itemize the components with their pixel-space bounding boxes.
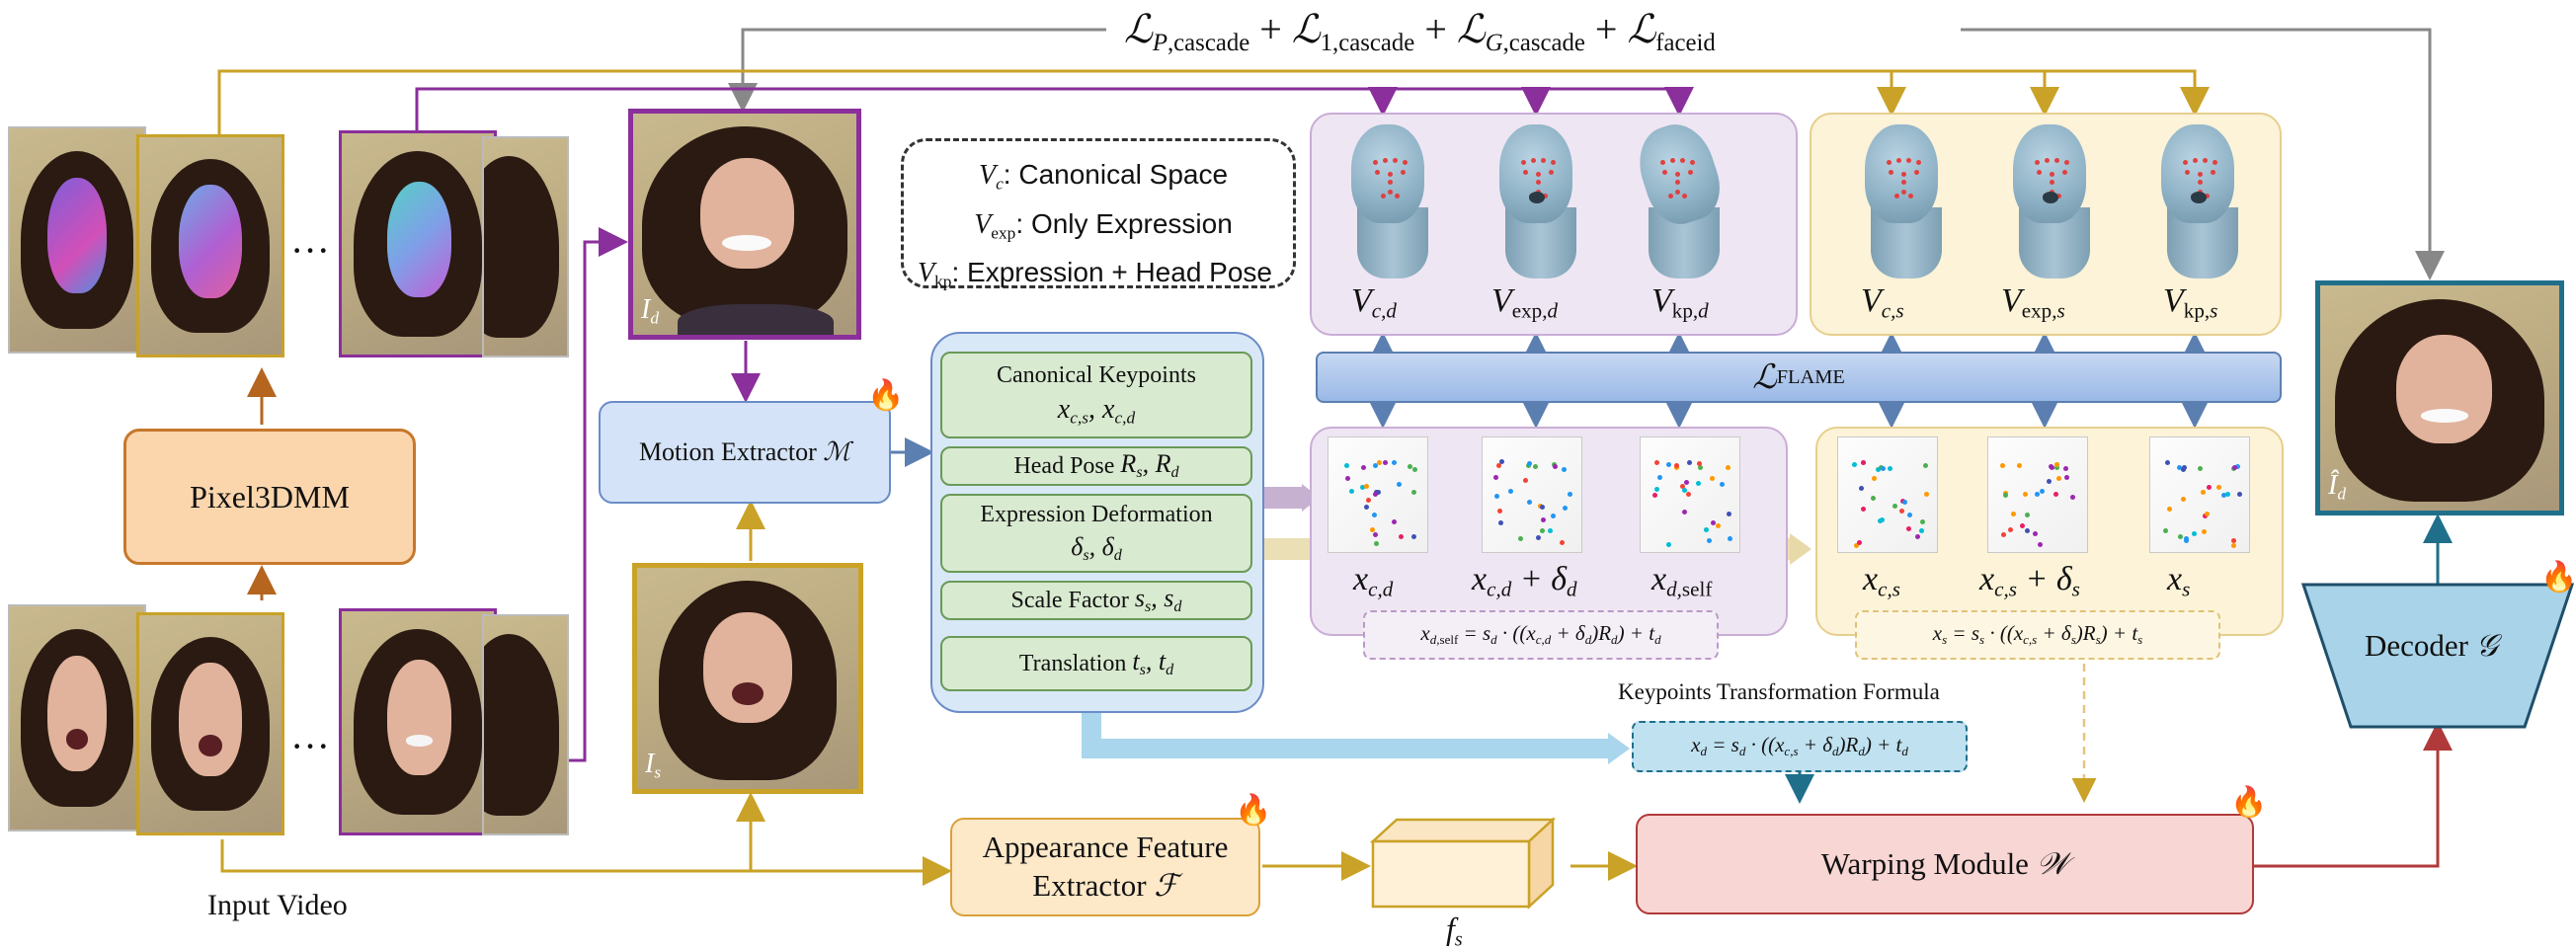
head-pose-title: Head Pose [1013, 452, 1115, 479]
fire-icon: 🔥 [1235, 794, 1272, 827]
kpcloud-xs [2149, 436, 2250, 553]
mesh-label-vcs: Vc,s [1861, 282, 1904, 323]
canonical-keypoints-value: xc,s, xc,d [1057, 393, 1136, 428]
mesh-vkps [2153, 122, 2242, 280]
appearance-extractor-box: Appearance Feature Extractor ℱ [950, 818, 1260, 916]
expression-deformation-title: Expression Deformation [980, 501, 1213, 527]
canonical-keypoints-title: Canonical Keypoints [997, 362, 1196, 389]
mesh-label-vexps: Vexp,s [2001, 282, 2065, 323]
mesh-vcs [1857, 122, 1946, 280]
fire-icon: 🔥 [2230, 786, 2268, 819]
kp-label-xcs-delta: xc,s + δs [1979, 561, 2080, 601]
kp-label-xcs: xc,s [1863, 561, 1900, 601]
motion-extractor-label: Motion Extractor [638, 437, 817, 466]
kp-label-xcd-delta: xc,d + δd [1472, 561, 1577, 601]
motion-extractor-box: Motion Extractor ℳ [599, 401, 891, 504]
mesh-vexpd [1491, 122, 1580, 280]
output-image: Îd [2315, 280, 2564, 515]
kpcloud-xcd-delta [1482, 436, 1582, 553]
kp-formula-title: Keypoints Transformation Formula [1618, 679, 1940, 704]
expression-deformation-box: Expression Deformation δs, δd [940, 494, 1252, 573]
mesh-label-vkpd: Vkp,d [1651, 282, 1709, 323]
mesh-vcd [1343, 122, 1432, 280]
input-video-top-stack: ··· [8, 126, 569, 363]
decoder-shape [2300, 583, 2575, 729]
kp-label-xdself: xd,self [1651, 561, 1713, 601]
appearance-label-line2: Extractor [1032, 868, 1147, 903]
mesh-vexps [2005, 122, 2094, 280]
pixel3dmm-label: Pixel3DMM [190, 478, 350, 515]
fire-icon: 🔥 [867, 379, 905, 412]
mesh-label-vkps: Vkp,s [2163, 282, 2218, 323]
frames-ellipsis-top: ··· [290, 228, 330, 273]
decoder-label: Decoder 𝒢 [2365, 628, 2498, 663]
formula-driving-self: xd,self = sd · ((xc,d + δd)Rd) + td [1363, 610, 1719, 660]
kpcloud-xcs-delta [1987, 436, 2088, 553]
scale-factor-box: Scale Factor ss, sd [940, 581, 1252, 620]
fs-cube [1369, 817, 1557, 910]
space-legend: Vc: Canonical Space Vexp: Only Expressio… [901, 138, 1296, 291]
input-video-label: Input Video [207, 889, 348, 921]
loss-to-output-arrow [1961, 28, 2445, 280]
head-pose-box: Head Pose Rs, Rd [940, 446, 1252, 486]
loss-to-driving-arrow [728, 28, 1106, 113]
mesh-vkpd [1629, 116, 1730, 280]
source-image-label: Is [645, 749, 662, 782]
frames-ellipsis-bottom: ··· [290, 724, 330, 768]
input-video-bottom-stack: ··· [8, 604, 569, 841]
pixel3dmm-box: Pixel3DMM [123, 429, 416, 565]
formula-source: xs = ss · ((xc,s + δs)Rs) + ts [1855, 610, 2220, 660]
mesh-label-vcd: Vc,d [1351, 282, 1397, 323]
fs-label: fs [1446, 911, 1463, 951]
kp-label-xs: xs [2167, 561, 2191, 601]
scale-factor-title: Scale Factor [1010, 587, 1129, 613]
fire-icon: 🔥 [2540, 561, 2576, 594]
legend-canonical: Canonical Space [1018, 159, 1229, 190]
formula-driving: xd = sd · ((xc,s + δd)Rd) + td [1632, 721, 1968, 772]
translation-box: Translation ts, td [940, 636, 1252, 691]
driving-image-label: Id [641, 294, 660, 328]
output-image-label: Îd [2328, 470, 2347, 504]
warping-module-box: Warping Module 𝒲 [1636, 814, 2254, 914]
decoder-text: Decoder [2365, 628, 2468, 663]
warping-label: Warping Module [1820, 846, 2029, 881]
source-image: Is [632, 563, 863, 794]
kpcloud-xdself [1640, 436, 1740, 553]
kpcloud-xcd [1328, 436, 1428, 553]
appearance-label-line1: Appearance Feature [982, 830, 1229, 865]
legend-kp: Expression + Head Pose [967, 257, 1272, 288]
kpcloud-xcs [1837, 436, 1938, 553]
driving-image: Id [628, 109, 861, 340]
translation-title: Translation [1018, 650, 1127, 676]
mesh-label-vexpd: Vexp,d [1491, 282, 1559, 323]
top-loss-formula: ℒP,cascade + ℒ1,cascade + ℒG,cascade + ℒ… [1124, 7, 1716, 56]
canonical-keypoints-box: Canonical Keypoints xc,s, xc,d [940, 352, 1252, 438]
kp-label-xcd: xc,d [1353, 561, 1394, 601]
legend-expression: Only Expression [1030, 207, 1233, 239]
